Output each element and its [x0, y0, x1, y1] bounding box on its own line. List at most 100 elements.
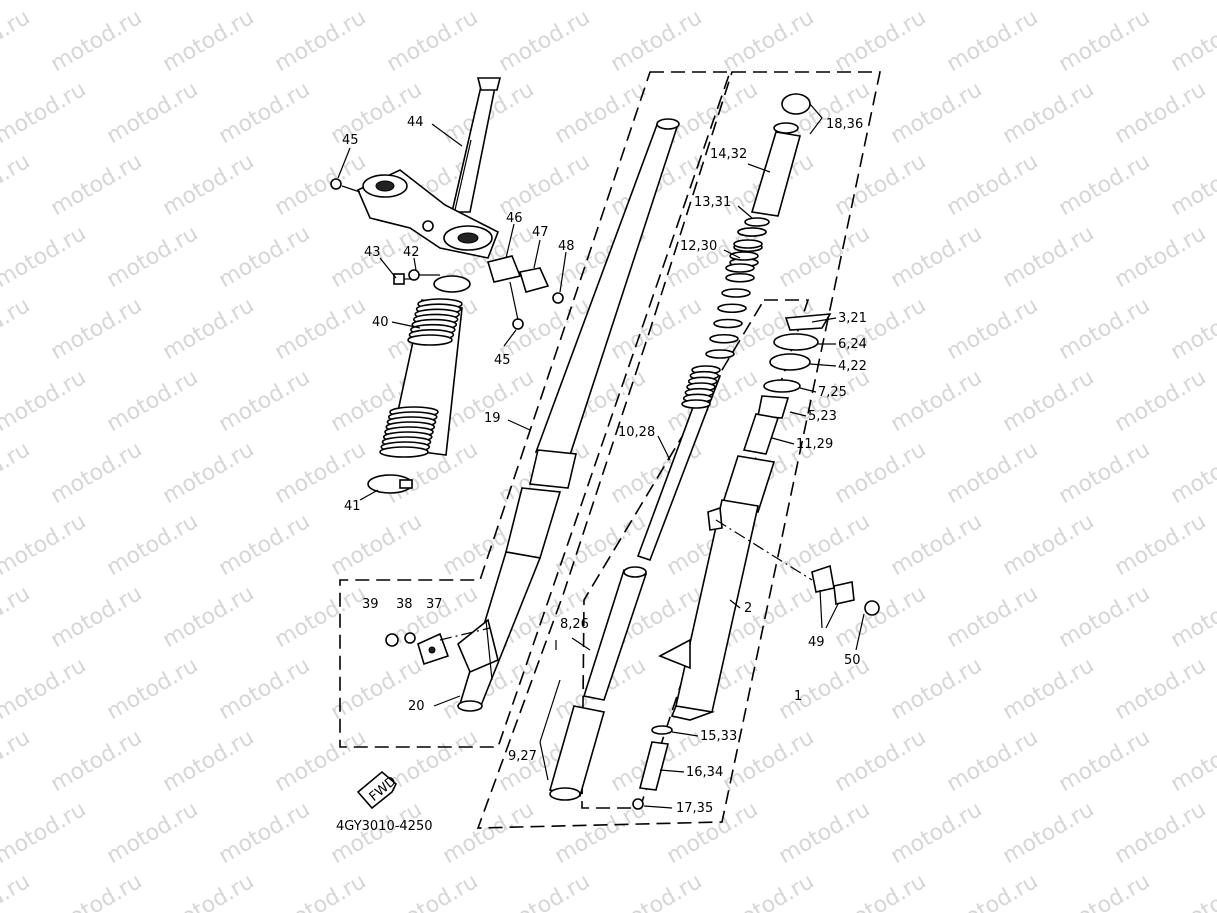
watermark-text: motod.ru	[775, 797, 875, 869]
watermark-text: motod.ru	[47, 149, 147, 221]
callout-37: 37	[426, 597, 443, 612]
watermark-text: motod.ru	[103, 0, 203, 5]
callout-50: 50	[844, 653, 861, 668]
watermark-text: motod.ru	[607, 5, 707, 77]
watermark-text: motod.ru	[0, 653, 90, 725]
watermark-text: motod.ru	[495, 5, 595, 77]
watermark-text: motod.ru	[327, 0, 427, 5]
callout-17-35: 17,35	[676, 801, 713, 816]
watermark-text: motod.ru	[1167, 293, 1217, 365]
watermark-text: motod.ru	[1111, 0, 1211, 5]
watermark-text: motod.ru	[999, 221, 1099, 293]
watermark-text: motod.ru	[0, 581, 34, 653]
spring-coil	[721, 288, 751, 298]
watermark-text: motod.ru	[215, 653, 315, 725]
watermark-text: motod.ru	[887, 365, 987, 437]
watermark-text: motod.ru	[0, 797, 90, 869]
boot-rib	[407, 334, 453, 346]
callout-14-32: 14,32	[710, 147, 747, 162]
watermark-text: motod.ru	[271, 869, 371, 913]
spring-coil	[709, 333, 739, 344]
watermark-text: motod.ru	[47, 581, 147, 653]
watermark-text: motod.ru	[887, 797, 987, 869]
watermark-text: motod.ru	[215, 509, 315, 581]
watermark-text: motod.ru	[271, 581, 371, 653]
watermark-text: motod.ru	[999, 797, 1099, 869]
watermark-text: motod.ru	[1111, 653, 1211, 725]
watermark-text: motod.ru	[887, 221, 987, 293]
callout-20: 20	[408, 699, 425, 714]
watermark-text: motod.ru	[159, 581, 259, 653]
spring-coil	[713, 318, 743, 329]
watermark-text: motod.ru	[1111, 77, 1211, 149]
callout-48: 48	[558, 239, 575, 254]
watermark-text: motod.ru	[831, 293, 931, 365]
watermark-text: motod.ru	[831, 869, 931, 913]
watermark-text: motod.ru	[159, 149, 259, 221]
callout-45-top: 45	[342, 133, 359, 148]
callout-40: 40	[372, 315, 389, 330]
watermark-text: motod.ru	[103, 797, 203, 869]
watermark-text: motod.ru	[103, 653, 203, 725]
watermark-text: motod.ru	[103, 365, 203, 437]
watermark-text: motod.ru	[663, 77, 763, 149]
watermark-text: motod.ru	[943, 293, 1043, 365]
watermark-text: motod.ru	[47, 293, 147, 365]
watermark-text: motod.ru	[999, 509, 1099, 581]
watermark-text: motod.ru	[887, 653, 987, 725]
watermark-text: motod.ru	[383, 5, 483, 77]
watermark-text: motod.ru	[887, 0, 987, 5]
watermark-text: motod.ru	[159, 437, 259, 509]
fender-bolts	[811, 564, 880, 616]
watermark-text: motod.ru	[999, 0, 1099, 5]
watermark-text: motod.ru	[719, 5, 819, 77]
drain-parts	[632, 725, 673, 810]
callout-4-22: 4,22	[838, 359, 867, 374]
damper-rod	[636, 365, 722, 562]
spring-coil	[717, 303, 747, 314]
drawing-code: 4GY3010-4250	[336, 819, 433, 834]
watermark-text: motod.ru	[0, 725, 34, 797]
spring-coil	[725, 263, 755, 273]
watermark-text: motod.ru	[1055, 581, 1155, 653]
watermark-text: motod.ru	[1055, 725, 1155, 797]
callout-7-25: 7,25	[818, 385, 847, 400]
centre-lines	[439, 519, 813, 641]
watermark-text: motod.ru	[1055, 149, 1155, 221]
watermark-text: motod.ru	[0, 77, 90, 149]
callout-2: 2	[744, 601, 752, 616]
spring-coil	[737, 227, 767, 237]
steering-stem	[450, 77, 502, 213]
watermark-text: motod.ru	[215, 797, 315, 869]
watermark-text: motod.ru	[1111, 365, 1211, 437]
axle-holder	[385, 618, 499, 681]
callout-41: 41	[344, 499, 361, 514]
watermark-text: motod.ru	[887, 509, 987, 581]
watermark-text: motod.ru	[159, 293, 259, 365]
callout-47: 47	[532, 225, 549, 240]
watermark-text: motod.ru	[0, 293, 34, 365]
watermark-text: motod.ru	[215, 221, 315, 293]
watermark-text: motod.ru	[439, 0, 539, 5]
watermark-text: motod.ru	[271, 293, 371, 365]
watermark-text: motod.ru	[47, 5, 147, 77]
watermark-text: motod.ru	[0, 509, 90, 581]
watermark-text: motod.ru	[1167, 725, 1217, 797]
watermark-text: motod.ru	[775, 0, 875, 5]
watermark-text: motod.ru	[1167, 149, 1217, 221]
watermark-text: motod.ru	[327, 653, 427, 725]
watermark-text: motod.ru	[831, 149, 931, 221]
under-bracket	[330, 169, 500, 259]
watermark-text: motod.ru	[887, 77, 987, 149]
callout-labels: 44 45 43 42 40 41 46 47 48 45 19 39 38 3…	[342, 115, 867, 816]
spring-coil	[681, 399, 711, 409]
watermark-text: motod.ru	[1055, 5, 1155, 77]
callout-43: 43	[364, 245, 381, 260]
watermark-text: motod.ru	[495, 869, 595, 913]
watermark-text: motod.ru	[607, 293, 707, 365]
watermark-text: motod.ru	[719, 869, 819, 913]
callout-46: 46	[506, 211, 523, 226]
boot-rib	[379, 446, 429, 458]
watermark-text: motod.ru	[0, 149, 34, 221]
